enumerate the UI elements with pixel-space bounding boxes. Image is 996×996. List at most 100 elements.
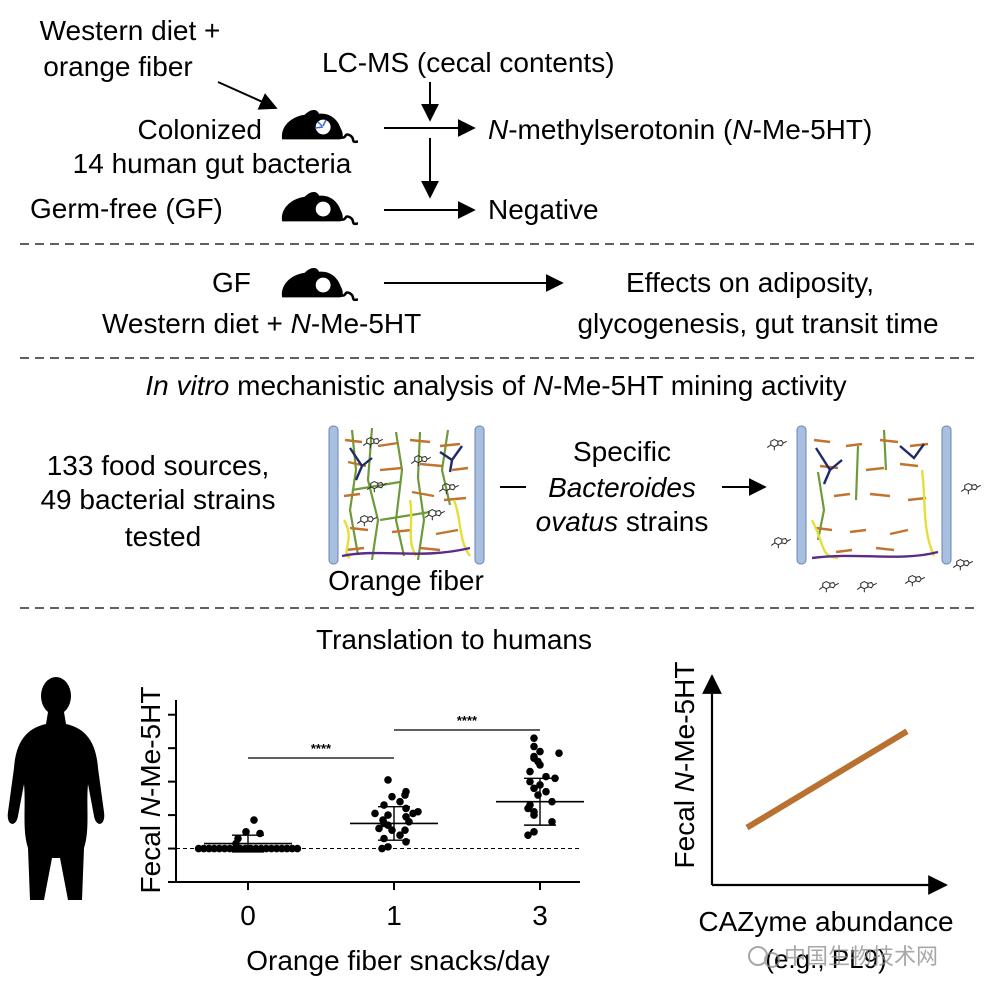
data-point bbox=[396, 797, 404, 806]
section-translation: Translation to humans 0 1 3 ******** Fecal… bbox=[7, 624, 954, 976]
data-point bbox=[384, 843, 392, 851]
data-point bbox=[278, 844, 286, 853]
data-point bbox=[226, 844, 234, 853]
cazyme-x-sublabel: (e.g., PL9) bbox=[765, 944, 886, 974]
lcms-label: LC-MS (cecal contents) bbox=[322, 47, 615, 78]
watermark: 中国生物技术网 bbox=[748, 945, 938, 970]
data-point bbox=[375, 824, 383, 833]
data-point bbox=[262, 844, 271, 853]
data-point bbox=[210, 844, 218, 853]
in-vitro-title: In vitro mechanistic analysis of N-Me-5H… bbox=[145, 370, 846, 401]
data-point bbox=[256, 829, 264, 838]
cazyme-x-label: CAZyme abundance bbox=[698, 906, 953, 937]
data-point bbox=[242, 828, 250, 836]
data-point bbox=[526, 767, 534, 776]
data-point bbox=[257, 844, 265, 853]
degraded-fiber-illustration bbox=[766, 425, 982, 593]
wechat-icon bbox=[748, 946, 768, 966]
data-point bbox=[250, 816, 258, 824]
data-point bbox=[402, 787, 410, 796]
data-point bbox=[234, 834, 242, 843]
colonized-mouse-icon bbox=[280, 108, 358, 144]
data-point bbox=[252, 844, 260, 853]
x-tick-label-1: 1 bbox=[386, 900, 402, 931]
data-point bbox=[241, 844, 250, 853]
data-point bbox=[267, 844, 276, 853]
strains-label-line3: ovatus strains bbox=[536, 506, 709, 537]
data-point bbox=[542, 787, 550, 796]
section-gf-treatment: GF Western diet + N-Me-5HT Effects on ad… bbox=[102, 266, 939, 339]
germ-free-mouse-icon bbox=[280, 190, 358, 226]
data-point bbox=[530, 784, 538, 793]
tested-label-line3: tested bbox=[125, 521, 201, 552]
data-point bbox=[283, 844, 291, 853]
data-point bbox=[293, 844, 302, 853]
gf-label: GF bbox=[212, 267, 251, 298]
dot-plot-x-ticks: 0 1 3 bbox=[240, 882, 548, 931]
data-point bbox=[384, 811, 392, 819]
x-tick-label-0: 0 bbox=[240, 900, 256, 931]
strains-label-line1: Specific bbox=[573, 436, 671, 467]
gut-bacteria-icon bbox=[314, 119, 327, 129]
orange-fiber-label: Orange fiber bbox=[328, 565, 484, 596]
section-mouse-colonization: Western diet + orange fiber LC-MS (cecal… bbox=[30, 15, 872, 226]
data-point bbox=[530, 734, 538, 742]
data-point bbox=[530, 807, 538, 816]
data-point bbox=[402, 812, 410, 821]
western-diet-nme5ht-label: Western diet + N-Me-5HT bbox=[102, 308, 421, 339]
orange-fiber-illustration bbox=[328, 425, 485, 565]
dot-plot-mean-sd-bars bbox=[204, 777, 584, 853]
diet-label-line2: orange fiber bbox=[43, 51, 192, 82]
watermark-text: 中国生物技术网 bbox=[784, 945, 938, 970]
dot-plot-points bbox=[194, 734, 563, 853]
dot-plot-x-label: Orange fiber snacks/day bbox=[246, 945, 550, 976]
data-point bbox=[236, 844, 244, 853]
data-point bbox=[530, 742, 538, 751]
data-point bbox=[536, 747, 544, 756]
x-tick-label-3: 3 bbox=[532, 900, 548, 931]
data-point bbox=[401, 826, 409, 834]
gf-mouse-icon bbox=[280, 266, 358, 302]
cazyme-y-label: Fecal N-Me-5HT bbox=[669, 662, 700, 869]
significance-stars: **** bbox=[457, 713, 478, 728]
data-point bbox=[194, 844, 203, 853]
data-point bbox=[555, 749, 563, 757]
translation-title: Translation to humans bbox=[316, 624, 592, 655]
tested-label-line1: 133 food sources, bbox=[47, 450, 270, 481]
data-point bbox=[402, 838, 410, 846]
data-point bbox=[548, 817, 556, 826]
data-point bbox=[530, 828, 538, 836]
data-point bbox=[524, 831, 532, 839]
data-point bbox=[288, 844, 297, 853]
negative-label: Negative bbox=[488, 194, 599, 225]
data-point bbox=[200, 844, 208, 853]
data-point bbox=[530, 752, 538, 761]
data-point bbox=[246, 844, 255, 853]
data-point bbox=[526, 801, 534, 809]
result-n-methylserotonin: N-methylserotonin (N-Me-5HT) bbox=[488, 114, 872, 145]
tested-label-line2: 49 bacterial strains bbox=[40, 484, 275, 515]
section-in-vitro: In vitro mechanistic analysis of N-Me-5H… bbox=[40, 370, 982, 596]
germ-free-label: Germ-free (GF) bbox=[30, 193, 223, 224]
data-point bbox=[379, 816, 387, 824]
effects-label-line2: glycogenesis, gut transit time bbox=[577, 308, 938, 339]
data-point bbox=[220, 844, 229, 853]
data-point bbox=[205, 844, 213, 853]
data-point bbox=[215, 844, 224, 853]
cazyme-trend-line bbox=[745, 728, 909, 831]
significance-brackets: ******** bbox=[248, 713, 540, 759]
strains-label-line2: Bacteroides bbox=[548, 472, 696, 503]
data-point bbox=[272, 844, 281, 853]
colonized-label-line2: 14 human gut bacteria bbox=[73, 148, 352, 179]
effects-label-line1: Effects on adiposity, bbox=[626, 267, 874, 298]
data-point bbox=[384, 776, 392, 784]
data-point bbox=[371, 809, 379, 818]
data-point bbox=[378, 844, 386, 853]
diet-arrow-icon bbox=[217, 81, 278, 110]
data-point bbox=[414, 807, 422, 816]
data-point bbox=[388, 792, 396, 801]
diet-label-line1: Western diet + bbox=[40, 15, 221, 46]
data-point bbox=[380, 834, 388, 843]
